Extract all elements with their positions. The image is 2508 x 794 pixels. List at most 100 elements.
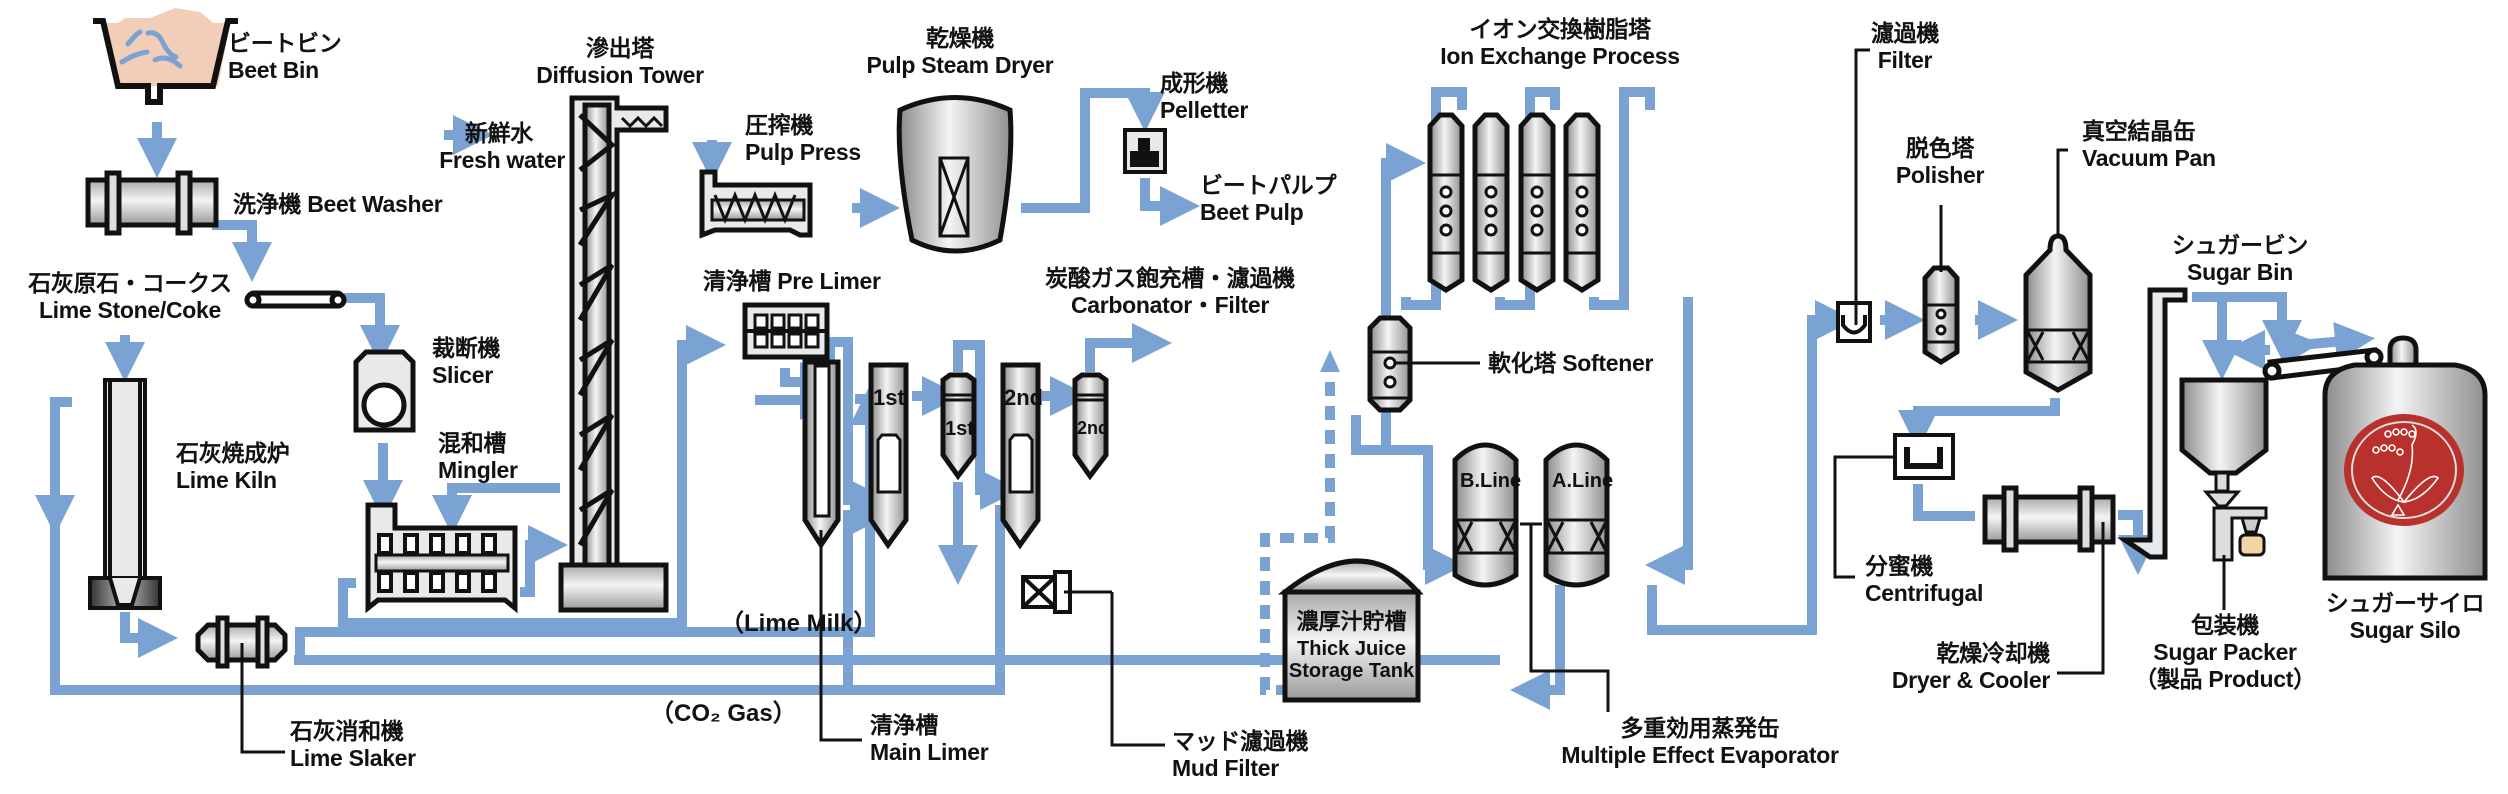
vacuum-pan-leader: [2056, 148, 2068, 238]
pipe-softener-to-evap: [1351, 415, 1465, 585]
pre-limer-icon: [742, 302, 830, 360]
pipe-filter2-to-softener: [1085, 323, 1172, 372]
pipe-filter1-to-carb2: [953, 340, 1020, 510]
tag-tank-en-1: Thick Juice: [1297, 638, 1406, 660]
mud-filter-icon: [1021, 570, 1072, 614]
tag-carbonator-2nd: 2nd: [1004, 385, 1044, 410]
tag-tank-en-2: Storage Tank: [1288, 660, 1415, 682]
beet-bin-icon: [93, 8, 238, 105]
conveyor-icon: [244, 290, 347, 309]
pipe-kiln-to-slaker: [120, 612, 178, 658]
pulp-press-icon: [699, 169, 813, 239]
pipe-evap-a-to-filter: [1647, 300, 1855, 635]
pipe-conveyor-to-slicer: [344, 293, 400, 365]
evaporator-leader: [1520, 522, 1610, 712]
pelletter-icon: [1123, 128, 1167, 174]
pipe-silo-bidirectional: [2278, 321, 2375, 367]
pipe-pelletter-to-pulp: [1140, 178, 1200, 226]
dryer-cooler-leader: [2057, 522, 2105, 675]
dryer-cooler-icon: [1982, 485, 2116, 553]
ion-column-1: [1427, 112, 1465, 293]
thick-juice-tank-icon: [1277, 558, 1424, 703]
main-limer-leader: [819, 530, 862, 742]
lime-slaker-icon: [195, 615, 288, 669]
main-limer-icon: [802, 359, 841, 550]
mud-filter-leader-2: [1110, 592, 1165, 747]
pipe-mingler-to-tower: [520, 525, 568, 597]
beet-washer-icon: [85, 170, 219, 236]
dashed-pipe: [1260, 370, 1335, 695]
slaker-leader: [240, 643, 285, 754]
dashed-pipe-arrow: [1320, 350, 1340, 372]
pulp-steam-dryer-icon: [896, 95, 1014, 254]
note-co2-gas: （CO₂ Gas）: [650, 700, 797, 727]
diffusion-tower-icon: [558, 95, 669, 613]
filter-2nd-icon: [1072, 372, 1109, 481]
label-pre-limer: 清浄槽 Pre Limer: [703, 268, 881, 294]
polisher-icon: [1922, 265, 1960, 365]
tag-evap-b: B.Line: [1460, 470, 1522, 492]
bucket-elevator-icon: [2116, 287, 2188, 560]
note-lime-milk: （Lime Milk）: [720, 610, 878, 637]
sugar-packer-icon: [2179, 377, 2269, 562]
pipe-lime-milk-to-mainlimer: [855, 394, 875, 404]
pipe-evap-b-to-tank: [1510, 585, 1565, 710]
centrifugal-leader: [1833, 455, 1895, 579]
pipe-co2-to-carb1: [843, 495, 890, 690]
mingler-icon: [365, 502, 518, 614]
tag-tank-jp: 濃厚汁貯槽: [1296, 609, 1407, 634]
evaporator-b-icon: [1452, 442, 1519, 588]
pipe-ion-link-3: [1589, 87, 1655, 310]
pipe-dryer-to-pelletter: [1021, 88, 1165, 213]
ion-column-4: [1563, 112, 1601, 293]
vacuum-pan-icon: [2023, 233, 2093, 393]
tag-evap-a: A.Line: [1552, 470, 1614, 492]
label-beet-washer: 洗浄機 Beet Washer: [233, 191, 443, 217]
lime-kiln-icon: [88, 378, 162, 610]
ion-column-3: [1518, 112, 1556, 293]
label-softener: 軟化塔 Softener: [1488, 350, 1654, 376]
pipe-washer-to-conveyor: [212, 220, 272, 282]
pipe-pan-to-centrifugal: [1898, 398, 2060, 450]
filter-1st-icon: [940, 372, 977, 481]
filter-leader: [1854, 48, 1870, 325]
pipe-mingler-loop: [338, 325, 726, 628]
softener-icon: [1367, 315, 1413, 413]
pipe-ion-to-evap-a: [1645, 297, 1693, 585]
ion-exchange-columns: [1427, 112, 1601, 293]
ion-column-2: [1472, 112, 1510, 293]
tag-filter-2nd: 2nd: [1077, 418, 1110, 438]
carbonator-2nd-icon: [1000, 362, 1041, 550]
silo-logo-icon: [2344, 414, 2464, 526]
carbonator-1st-icon: [868, 362, 909, 550]
slicer-icon: [353, 349, 416, 433]
pipe-bin-to-packer: [2192, 292, 2302, 360]
pipe-tank-to-softener: [1260, 370, 1335, 695]
